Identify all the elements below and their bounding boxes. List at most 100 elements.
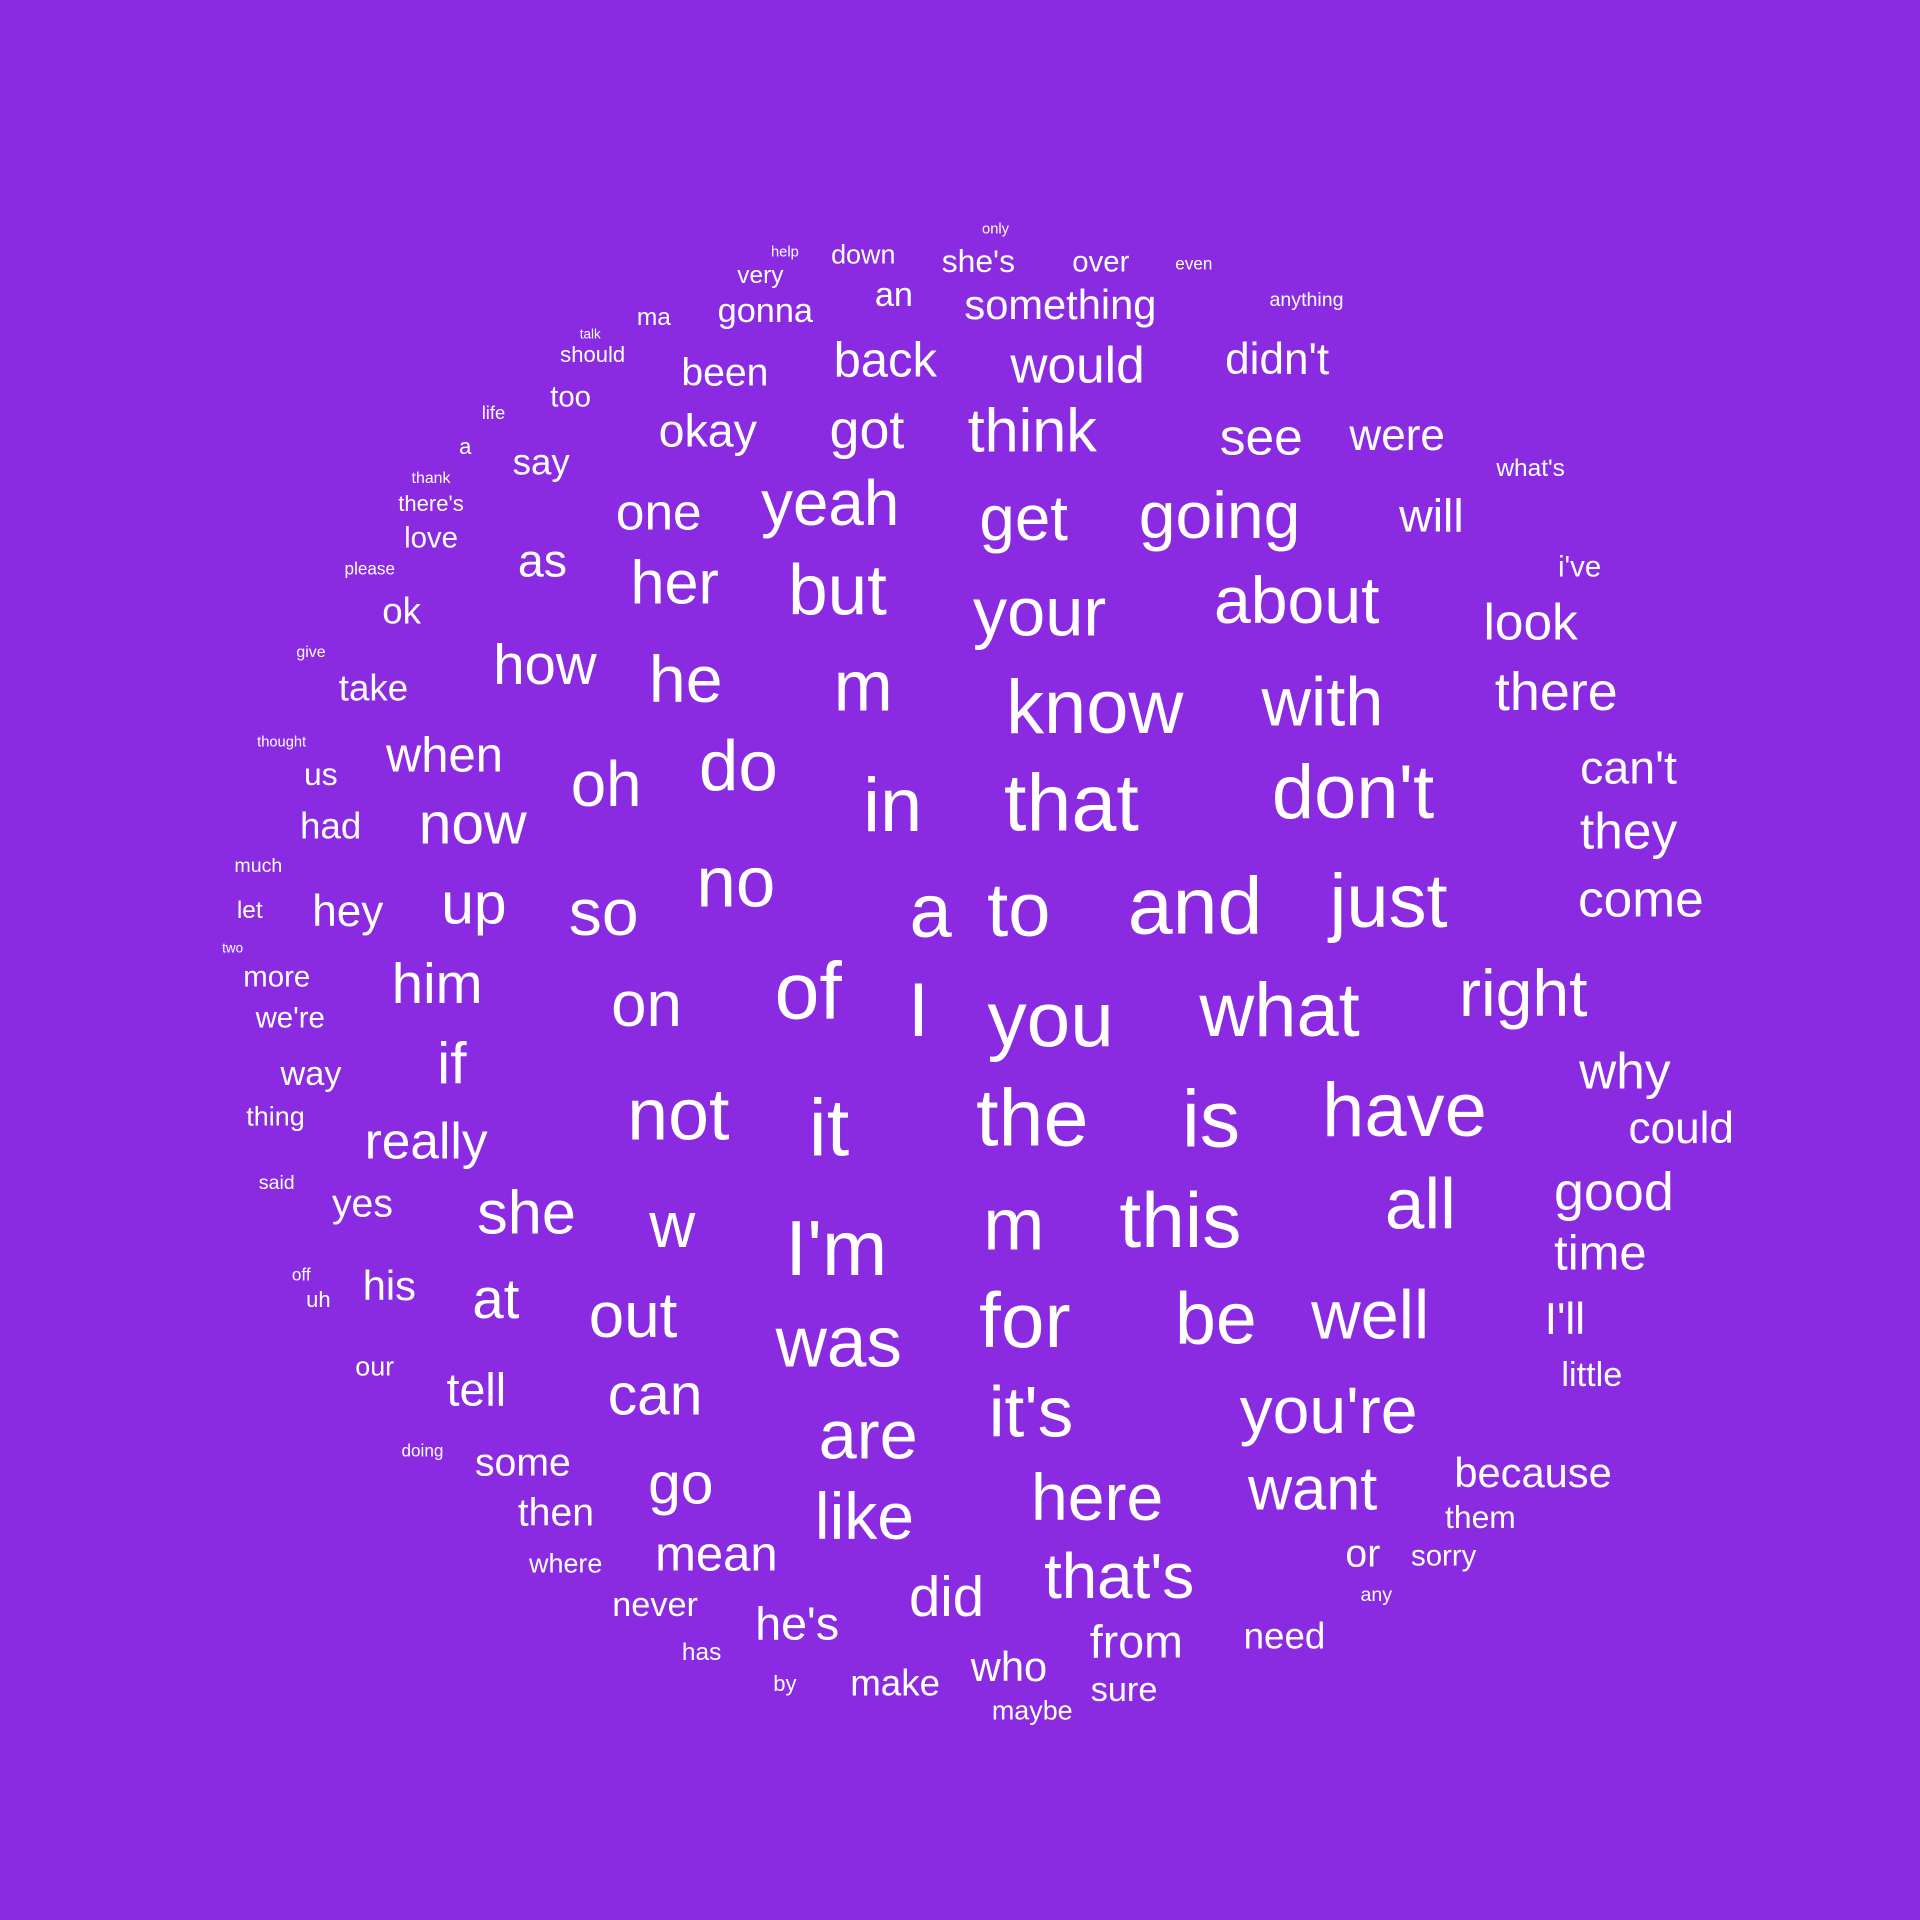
word-87: why (1579, 1041, 1671, 1100)
word-75: come (1577, 869, 1704, 928)
word-128: then (517, 1491, 595, 1535)
word-80: right (1458, 957, 1588, 1032)
word-101: w (649, 1189, 696, 1261)
word-132: them (1445, 1499, 1516, 1536)
word-32: get (979, 483, 1068, 555)
word-94: have (1322, 1067, 1487, 1153)
word-17: been (681, 351, 769, 395)
word-141: he's (755, 1597, 840, 1650)
word-89: thing (246, 1101, 305, 1132)
word-104: m (983, 1182, 1045, 1266)
word-61: can't (1580, 741, 1677, 794)
word-69: hey (312, 887, 384, 937)
word-37: please (344, 558, 396, 579)
word-14: back (833, 333, 938, 388)
word-27: what's (1496, 454, 1565, 482)
word-15: would (1010, 335, 1145, 394)
word-56: do (698, 727, 778, 807)
word-97: said (258, 1172, 295, 1195)
word-118: tell (446, 1363, 507, 1416)
word-122: it's (988, 1373, 1074, 1453)
word-137: sorry (1411, 1539, 1477, 1573)
word-49: take (338, 668, 409, 710)
word-29: there's (398, 491, 464, 517)
word-142: from (1089, 1615, 1183, 1668)
word-106: time (1554, 1226, 1647, 1281)
word-38: her (630, 548, 719, 617)
word-60: don't (1271, 750, 1435, 836)
word-45: give (296, 643, 326, 661)
word-25: a (459, 433, 472, 459)
word-13: should (560, 342, 626, 368)
word-144: has (681, 1638, 722, 1666)
word-138: any (1360, 1583, 1393, 1606)
word-16: didn't (1225, 334, 1330, 384)
word-121: are (818, 1397, 918, 1475)
word-30: one (615, 482, 702, 541)
word-11: talk (579, 326, 601, 342)
word-22: think (967, 396, 1097, 465)
word-119: can (607, 1362, 703, 1428)
word-20: okay (658, 404, 757, 457)
word-117: our (355, 1351, 395, 1382)
word-48: m (833, 647, 893, 727)
word-70: so (568, 876, 639, 951)
word-110: at (472, 1267, 520, 1331)
word-109: uh (306, 1287, 331, 1313)
word-116: was (775, 1303, 902, 1383)
word-65: much (234, 855, 283, 878)
word-82: I (907, 968, 929, 1054)
word-124: doing (401, 1440, 444, 1461)
word-85: we're (255, 1000, 325, 1034)
word-140: did (908, 1564, 985, 1628)
word-96: really (364, 1111, 488, 1170)
word-90: not (627, 1072, 730, 1156)
word-24: were (1349, 410, 1445, 460)
word-72: to (987, 868, 1051, 954)
word-9: anything (1269, 289, 1344, 312)
word-143: need (1243, 1615, 1326, 1657)
word-31: yeah (761, 468, 900, 540)
word-123: you're (1239, 1373, 1418, 1448)
word-71: a (909, 869, 952, 955)
word-112: for (979, 1275, 1071, 1364)
word-46: how (493, 632, 597, 696)
word-10: gonna (717, 291, 813, 330)
word-7: an (874, 275, 913, 314)
word-55: us (304, 756, 338, 793)
word-102: all (1384, 1165, 1456, 1245)
word-41: your (972, 574, 1107, 652)
word-99: she (477, 1178, 576, 1247)
word-40: i've (1557, 550, 1602, 584)
word-42: about (1214, 564, 1380, 639)
word-12: ma (636, 304, 671, 332)
word-136: or (1345, 1532, 1381, 1576)
word-114: well (1311, 1277, 1430, 1355)
word-26: say (512, 441, 570, 483)
word-57: oh (570, 749, 642, 821)
word-115: I'll (1544, 1294, 1586, 1344)
word-91: it (808, 1083, 850, 1174)
word-4: over (1072, 245, 1130, 279)
word-8: something (964, 281, 1157, 329)
word-66: up (441, 871, 507, 937)
word-113: be (1175, 1275, 1257, 1359)
word-35: love (404, 520, 458, 554)
word-79: of (774, 946, 842, 1037)
word-130: want (1247, 1454, 1378, 1523)
word-135: that's (1044, 1541, 1195, 1613)
word-107: off (291, 1264, 311, 1285)
word-23: see (1219, 407, 1303, 466)
word-81: on (611, 969, 682, 1041)
word-53: thought (257, 734, 307, 751)
word-59: that (1004, 759, 1139, 850)
word-148: sure (1090, 1670, 1158, 1709)
word-92: the (976, 1073, 1089, 1164)
word-1: help (771, 245, 799, 262)
word-93: is (1181, 1075, 1241, 1165)
word-76: two (222, 940, 244, 956)
word-21: got (829, 400, 905, 461)
word-43: look (1483, 592, 1578, 651)
word-3: she's (941, 243, 1016, 280)
